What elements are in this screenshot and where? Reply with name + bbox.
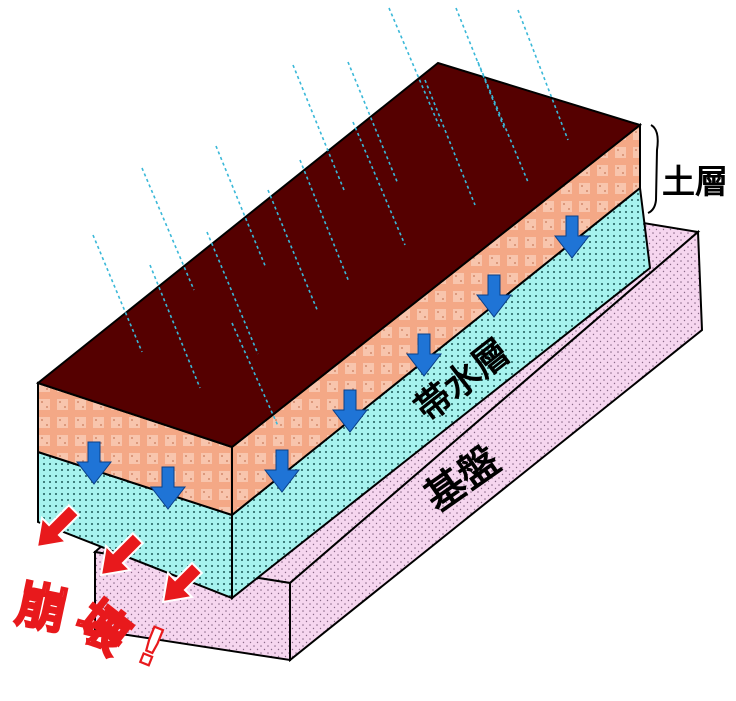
arrow-down-icon — [405, 333, 443, 377]
rain-line — [424, 79, 476, 206]
rain-line — [292, 64, 345, 191]
arrow-down-icon — [553, 215, 591, 259]
arrow-down-left-icon — [35, 503, 81, 549]
rain-line — [477, 61, 529, 183]
rain-line — [206, 231, 259, 355]
rain-line — [352, 121, 406, 246]
soil-layer-label: 土層 — [662, 162, 728, 201]
rain-line — [267, 189, 319, 313]
collapse-char-1: 崩 — [12, 574, 73, 641]
collapse-arrows — [35, 503, 204, 604]
seepage-arrows — [75, 215, 591, 510]
arrow-down-icon — [149, 466, 187, 510]
rain-line — [347, 61, 399, 185]
bedrock-right-face — [289, 229, 704, 663]
rain-line — [215, 145, 267, 269]
soil-layer-bracket — [647, 124, 659, 214]
rain-line — [388, 7, 441, 129]
rain-line — [149, 264, 201, 389]
arrow-down-left-icon — [161, 561, 204, 604]
rain-line — [455, 7, 506, 131]
arrow-down-left-icon — [99, 531, 145, 577]
arrow-down-icon — [263, 449, 301, 493]
arrow-down-icon — [475, 274, 513, 318]
rain-line — [299, 159, 350, 283]
rain-lines — [92, 7, 569, 427]
rain-line — [517, 9, 569, 141]
rain-line — [141, 167, 195, 291]
rain-line — [231, 322, 279, 427]
arrow-down-icon — [331, 389, 369, 433]
arrow-down-icon — [75, 441, 113, 485]
